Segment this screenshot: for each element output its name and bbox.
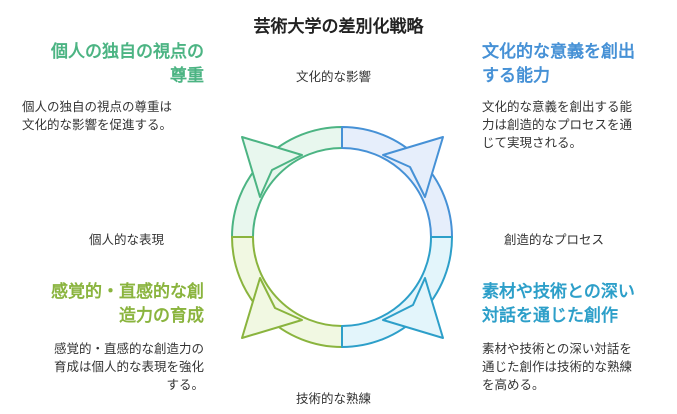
heading-bottom-right-line-1: 素材や技術との深い <box>482 282 635 302</box>
heading-top-left-line-1: 個人の独自の視点の <box>51 42 204 62</box>
cycle-arrowhead-bottom-left <box>241 277 303 339</box>
heading-top-left: 個人の独自の視点の 尊重 <box>14 40 204 88</box>
desc-bottom-left: 感覚的・直感的な創造力の 育成は個人的な表現を強化 する。 <box>14 340 204 394</box>
desc-bottom-left-line-2: 育成は個人的な表現を強化 <box>53 359 204 374</box>
heading-bottom-right-line-2: 対話を通じた創作 <box>482 306 618 326</box>
heading-top-left-line-2: 尊重 <box>170 66 204 86</box>
heading-top-right-line-2: する能力 <box>482 66 550 86</box>
cycle-label-bottom: 技術的な熟練 <box>296 391 372 406</box>
desc-top-right: 文化的な意義を創出する能 力は創造的なプロセスを通 じて実現される。 <box>482 98 672 152</box>
desc-top-right-line-1: 文化的な意義を創出する能 <box>482 99 633 114</box>
desc-bottom-right-line-1: 素材や技術との深い対話を <box>482 341 632 356</box>
heading-bottom-right: 素材や技術との深い 対話を通じた創作 <box>482 280 672 328</box>
cycle-label-left: 個人的な表現 <box>89 232 165 247</box>
diagram-title: 芸術大学の差別化戦略 <box>253 17 424 37</box>
cycle-label-top: 文化的な影響 <box>296 69 372 84</box>
heading-top-right-line-1: 文化的な意義を創出 <box>482 42 635 62</box>
cycle-diagram <box>231 126 453 348</box>
cycle-label-right: 創造的なプロセス <box>504 232 605 247</box>
heading-bottom-left: 感覚的・直感的な創 造力の育成 <box>14 280 204 328</box>
cycle-arrowhead-bottom-right <box>382 277 444 339</box>
desc-bottom-right-line-2: 通じた創作は技術的な熟練 <box>482 359 633 374</box>
desc-top-left-line-2: 文化的な影響を促進する。 <box>22 117 173 132</box>
heading-bottom-left-line-1: 感覚的・直感的な創 <box>51 282 204 302</box>
desc-bottom-left-line-1: 感覚的・直感的な創造力の <box>53 341 204 356</box>
cycle-arrowhead-top-left <box>241 136 303 198</box>
heading-bottom-left-line-2: 造力の育成 <box>119 306 204 326</box>
desc-bottom-right: 素材や技術との深い対話を 通じた創作は技術的な熟練 を高める。 <box>482 340 672 394</box>
desc-bottom-right-line-3: を高める。 <box>482 377 545 392</box>
heading-top-right: 文化的な意義を創出 する能力 <box>482 40 672 88</box>
desc-top-left: 個人の独自の視点の尊重は 文化的な影響を促進する。 <box>22 98 212 134</box>
desc-bottom-left-line-3: する。 <box>166 377 204 392</box>
desc-top-left-line-1: 個人の独自の視点の尊重は <box>22 99 173 114</box>
desc-top-right-line-2: 力は創造的なプロセスを通 <box>482 117 633 132</box>
cycle-arrowhead-top-right <box>382 136 444 198</box>
desc-top-right-line-3: じて実現される。 <box>482 135 583 150</box>
